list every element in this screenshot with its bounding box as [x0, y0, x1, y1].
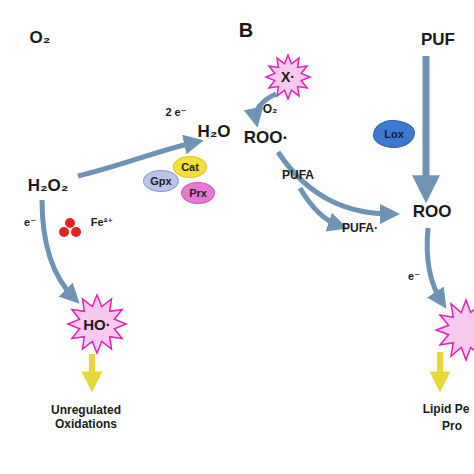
chemical-label: ROO·: [244, 128, 288, 148]
reaction-arrow: [427, 228, 442, 302]
chemical-label: e⁻: [24, 216, 36, 229]
iron-dot: [59, 227, 69, 237]
radical-starburst: X·: [265, 55, 311, 99]
radical-starburst: HO·: [66, 295, 128, 353]
chemical-label: Fe²⁺: [91, 216, 113, 229]
outcome-arrow: [89, 354, 95, 384]
iron-dot: [65, 218, 75, 228]
chemical-label: PUFA·: [342, 222, 378, 236]
chemical-label: Lipid Pe: [423, 403, 470, 417]
enzyme-blob: Prx: [181, 182, 215, 204]
reaction-arrow: [42, 200, 74, 298]
chemical-label: O₂: [30, 28, 51, 48]
chemical-label: O₂: [263, 103, 278, 117]
starburst-shape: [266, 55, 310, 99]
enzyme-blob: Lox: [373, 120, 415, 148]
iron-dot: [71, 227, 81, 237]
node-label: Cat: [181, 162, 199, 173]
chemical-label: H₂O: [197, 122, 230, 142]
panel-letter: B: [239, 19, 253, 42]
node-label: Lox: [384, 129, 404, 140]
node-label: X·: [281, 70, 295, 84]
chemical-label: PUF: [421, 30, 455, 50]
chemical-label: Unregulated Oxidations: [40, 404, 132, 432]
chemical-label: Pro: [442, 420, 462, 434]
reaction-arrow: [278, 152, 392, 214]
node-label: Gpx: [150, 176, 171, 187]
node-label: HO·: [83, 317, 111, 332]
chemical-label: e⁻: [408, 270, 420, 283]
chemical-label: H₂O₂: [28, 176, 69, 196]
outcome-arrow: [437, 352, 443, 384]
reaction-arrow: [423, 56, 430, 192]
reaction-arrow: [300, 188, 340, 226]
node-label: Prx: [189, 188, 207, 199]
starburst-shape: [68, 295, 126, 353]
radical-starburst: [436, 300, 474, 360]
chemical-label: PUFA: [282, 169, 314, 183]
enzyme-blob: Gpx: [143, 170, 179, 192]
chemical-label: ROO: [413, 202, 452, 222]
chemical-label: 2 e⁻: [165, 106, 186, 119]
enzyme-blob: Cat: [173, 156, 207, 178]
